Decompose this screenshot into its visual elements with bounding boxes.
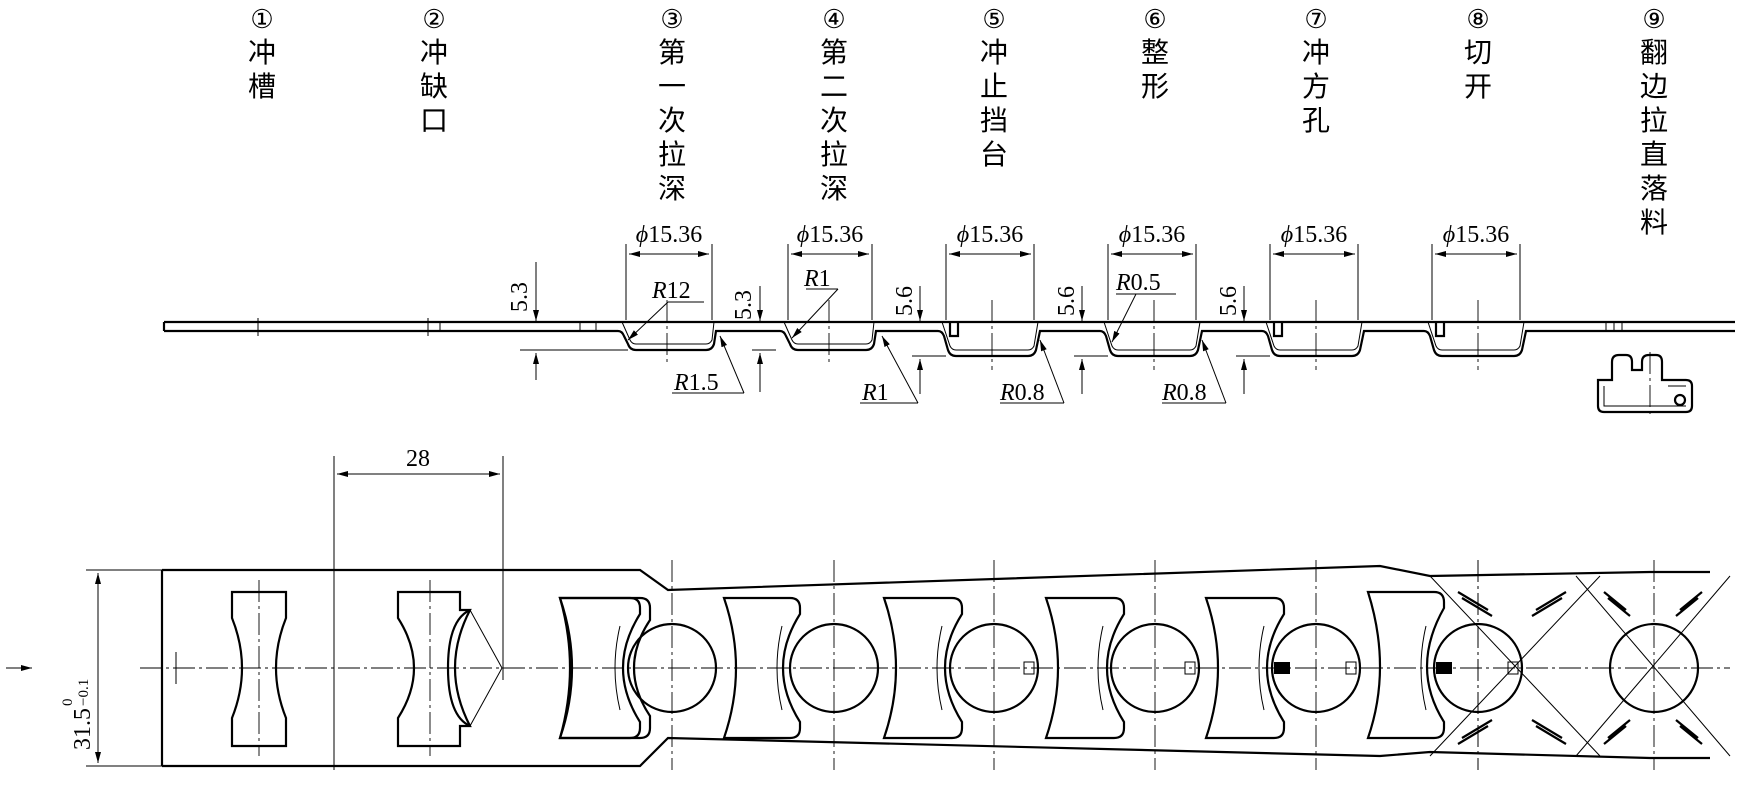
station-8-label-char: 切 bbox=[1464, 36, 1492, 69]
station-6-label-char: 整 bbox=[1141, 36, 1169, 69]
plan-cutout-0 bbox=[558, 596, 652, 740]
diameter-label-3: ϕ15.36 bbox=[957, 222, 1023, 248]
station-7-label-char: 冲 bbox=[1302, 36, 1330, 69]
station-3-label-char: 一 bbox=[658, 70, 686, 103]
depth-dimensions: 5.3 5.3 5.6 5.6 5.6 bbox=[507, 262, 1270, 394]
station-3-label-char: 第 bbox=[658, 36, 686, 69]
pitch-label: 28 bbox=[406, 446, 430, 472]
station-9-label-char: 料 bbox=[1640, 206, 1668, 239]
station-6-label-char: 形 bbox=[1141, 70, 1169, 103]
station-number-9: ⑨ bbox=[1642, 5, 1665, 35]
diameter-label-6: ϕ15.36 bbox=[1443, 222, 1509, 248]
radius-label-r0-5: R0.5 bbox=[1115, 270, 1161, 296]
station-9-label-char: 拉 bbox=[1640, 104, 1668, 137]
station-4-label-char: 二 bbox=[820, 70, 848, 103]
station-number-1: ① bbox=[250, 5, 273, 35]
plan-stop-tab-5 bbox=[1345, 661, 1357, 675]
station-2-notch bbox=[396, 590, 472, 748]
radius-label-r1-5: R1.5 bbox=[673, 370, 719, 396]
station-1-slot bbox=[230, 590, 288, 748]
radius-label-r0-8-a: R0.8 bbox=[999, 380, 1045, 406]
radius-leaders bbox=[627, 288, 1227, 404]
station-number-5: ⑤ bbox=[982, 5, 1005, 35]
station-5-label-char: 台 bbox=[980, 138, 1008, 171]
diameter-label-4: ϕ15.36 bbox=[1119, 222, 1185, 248]
strip-section-view bbox=[162, 300, 1735, 416]
station-number-3: ③ bbox=[660, 5, 683, 35]
station-9-label-char: 落 bbox=[1640, 172, 1668, 205]
depth-label-4: 5.6 bbox=[1054, 286, 1080, 316]
plan-strip-bottom-edge bbox=[162, 736, 1710, 768]
width-label: 31.5 bbox=[70, 708, 96, 750]
depth-label-3: 5.6 bbox=[892, 286, 918, 316]
plan-square-hole-6 bbox=[1436, 662, 1452, 674]
diameter-label-5: ϕ15.36 bbox=[1281, 222, 1347, 248]
finished-part-icon bbox=[1596, 353, 1694, 414]
plan-cutout-1 bbox=[558, 596, 642, 740]
station-7-label-char: 孔 bbox=[1302, 104, 1330, 137]
radius-label-r1-bottom: R1 bbox=[861, 380, 889, 406]
station-8-label-char: 开 bbox=[1464, 70, 1492, 103]
station-5-label-char: 冲 bbox=[980, 36, 1008, 69]
strip-plan-view bbox=[140, 560, 1731, 770]
radius-labels: R12 R1 R1.5 R1 R0.8 R0.5 R0.8 bbox=[651, 266, 1207, 406]
radius-label-r12: R12 bbox=[651, 278, 691, 304]
plan-cutout-4 bbox=[1044, 596, 1126, 740]
station-8-split-cross bbox=[1429, 560, 1601, 770]
plan-cutout-3 bbox=[882, 596, 964, 740]
plan-stop-tab-3 bbox=[1023, 661, 1035, 675]
station-3-label-char: 深 bbox=[658, 172, 686, 205]
plan-cutout-2 bbox=[722, 596, 802, 740]
station-5-label-char: 止 bbox=[980, 70, 1008, 103]
radius-label-r0-8-b: R0.8 bbox=[1161, 380, 1207, 406]
diameter-label-1: ϕ15.36 bbox=[636, 222, 702, 248]
station-4-label-char: 第 bbox=[820, 36, 848, 69]
station-4-label-char: 拉 bbox=[820, 138, 848, 171]
station-number-7: ⑦ bbox=[1304, 5, 1327, 35]
section-cup-inner-lines bbox=[621, 321, 1525, 351]
station-9-split-cross bbox=[1575, 560, 1731, 770]
station-7-label-char: 方 bbox=[1302, 70, 1330, 103]
station-1-label-char: 槽 bbox=[248, 70, 276, 103]
depth-label-1: 5.3 bbox=[507, 282, 533, 312]
section-dimensions: ϕ15.36 ϕ15.36 ϕ15.36 ϕ15.36 ϕ15.36 ϕ15.36 5.3… bbox=[507, 222, 1521, 406]
plan-dimensions: 28 31.5 0 −0.1 bbox=[6, 446, 504, 770]
depth-label-5: 5.6 bbox=[1216, 286, 1242, 316]
station-4-label-char: 深 bbox=[820, 172, 848, 205]
section-bottom-surface bbox=[164, 329, 1735, 358]
station-9-label-char: 边 bbox=[1640, 70, 1668, 103]
station-3-label-char: 次 bbox=[658, 104, 686, 137]
station-9-label-char: 直 bbox=[1640, 138, 1668, 171]
station-2-label-char: 口 bbox=[420, 104, 448, 137]
station-3-label-char: 拉 bbox=[658, 138, 686, 171]
radius-label-r1-top: R1 bbox=[803, 266, 831, 292]
station-number-8: ⑧ bbox=[1466, 5, 1489, 35]
plan-stop-tab-6 bbox=[1507, 661, 1519, 675]
diameter-label-2: ϕ15.36 bbox=[797, 222, 863, 248]
station-9-label-char: 翻 bbox=[1640, 36, 1668, 69]
width-lower-tol: −0.1 bbox=[76, 679, 92, 706]
station-1-label-char: 冲 bbox=[248, 36, 276, 69]
plan-strip-top-edge bbox=[162, 564, 1710, 592]
depth-label-2: 5.3 bbox=[731, 290, 757, 320]
plan-cutout-6 bbox=[1366, 590, 1446, 740]
station-2-label-char: 冲 bbox=[420, 36, 448, 69]
plan-stop-tab-4 bbox=[1184, 661, 1196, 675]
plan-square-hole-5 bbox=[1274, 662, 1290, 674]
station-number-6: ⑥ bbox=[1143, 5, 1166, 35]
station-4-label-char: 次 bbox=[820, 104, 848, 137]
station-2-label-char: 缺 bbox=[420, 70, 448, 103]
station-labels: ①冲槽②冲缺口③第一次拉深④第二次拉深⑤冲止挡台⑥整形⑦冲方孔⑧切开⑨翻边拉直落… bbox=[248, 5, 1668, 239]
width-upper-tol: 0 bbox=[60, 699, 76, 707]
station-number-4: ④ bbox=[822, 5, 845, 35]
plan-cutout-5 bbox=[1204, 596, 1286, 740]
station-5-label-char: 挡 bbox=[980, 104, 1008, 137]
station-number-2: ② bbox=[422, 5, 445, 35]
